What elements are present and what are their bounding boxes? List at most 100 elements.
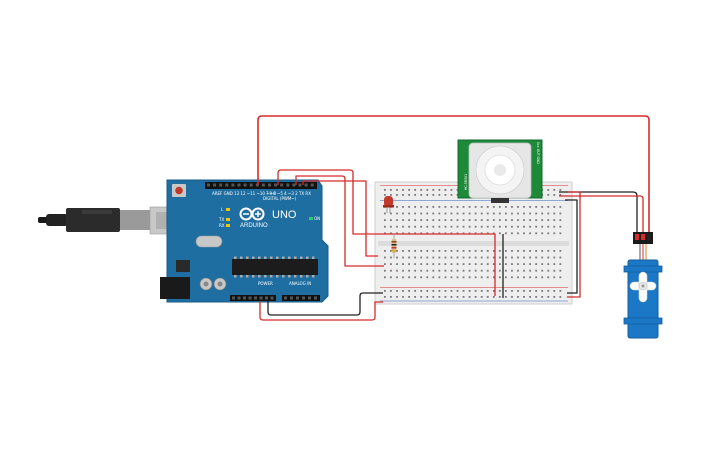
breadboard-hole[interactable]: [517, 212, 519, 215]
breadboard-hole[interactable]: [396, 219, 398, 221]
breadboard-hole[interactable]: [498, 276, 501, 279]
breadboard-hole[interactable]: [402, 194, 404, 196]
wire-ground-1[interactable]: [267, 292, 383, 316]
header-pin[interactable]: [310, 183, 314, 187]
breadboard-hole[interactable]: [414, 232, 417, 235]
breadboard-hole[interactable]: [456, 206, 459, 208]
wire-power-5v[interactable]: [259, 301, 383, 321]
breadboard-hole[interactable]: [559, 212, 562, 215]
breadboard-hole[interactable]: [541, 263, 544, 265]
breadboard-hole[interactable]: [511, 296, 513, 298]
breadboard-hole[interactable]: [505, 212, 507, 215]
breadboard-hole[interactable]: [541, 250, 544, 252]
breadboard-hole[interactable]: [438, 194, 441, 196]
breadboard-hole[interactable]: [384, 212, 386, 215]
breadboard-hole[interactable]: [547, 290, 550, 292]
breadboard-hole[interactable]: [535, 263, 538, 265]
breadboard-hole[interactable]: [523, 225, 525, 228]
breadboard-hole[interactable]: [408, 232, 410, 235]
breadboard-hole[interactable]: [559, 256, 562, 259]
breadboard-hole[interactable]: [444, 206, 447, 208]
breadboard-hole[interactable]: [541, 206, 544, 208]
breadboard-hole[interactable]: [468, 269, 471, 272]
breadboard-hole[interactable]: [420, 256, 423, 259]
breadboard-hole[interactable]: [462, 263, 465, 265]
breadboard-hole[interactable]: [529, 263, 531, 265]
breadboard-hole[interactable]: [523, 219, 525, 221]
header-pin[interactable]: [274, 183, 278, 187]
breadboard-hole[interactable]: [505, 296, 507, 298]
breadboard-hole[interactable]: [456, 232, 459, 235]
breadboard-hole[interactable]: [511, 206, 513, 208]
breadboard-hole[interactable]: [535, 219, 538, 221]
breadboard-hole[interactable]: [426, 194, 429, 196]
breadboard-hole[interactable]: [535, 225, 538, 228]
breadboard-hole[interactable]: [408, 263, 410, 265]
pir-pins[interactable]: [491, 198, 509, 203]
breadboard-hole[interactable]: [559, 250, 562, 252]
breadboard-hole[interactable]: [390, 276, 392, 279]
breadboard-hole[interactable]: [396, 276, 398, 279]
breadboard-hole[interactable]: [529, 269, 531, 272]
breadboard-hole[interactable]: [529, 256, 531, 259]
breadboard-hole[interactable]: [486, 276, 489, 279]
breadboard-hole[interactable]: [480, 250, 483, 252]
header-pin[interactable]: [280, 183, 284, 187]
breadboard-hole[interactable]: [517, 276, 519, 279]
breadboard-hole[interactable]: [450, 296, 453, 298]
breadboard-hole[interactable]: [456, 269, 459, 272]
breadboard-hole[interactable]: [492, 232, 495, 235]
breadboard-hole[interactable]: [468, 219, 471, 221]
header-pin[interactable]: [302, 296, 305, 300]
breadboard-hole[interactable]: [384, 290, 386, 292]
breadboard-hole[interactable]: [396, 290, 398, 292]
breadboard-hole[interactable]: [402, 290, 404, 292]
breadboard-hole[interactable]: [547, 189, 550, 191]
breadboard-hole[interactable]: [547, 232, 550, 235]
breadboard-hole[interactable]: [553, 219, 556, 221]
breadboard-hole[interactable]: [456, 263, 459, 265]
breadboard-hole[interactable]: [486, 212, 489, 215]
breadboard-hole[interactable]: [444, 290, 447, 292]
breadboard-hole[interactable]: [408, 212, 410, 215]
breadboard-hole[interactable]: [408, 206, 410, 208]
breadboard-hole[interactable]: [420, 219, 423, 221]
breadboard-hole[interactable]: [384, 250, 386, 252]
breadboard-hole[interactable]: [535, 206, 538, 208]
breadboard-hole[interactable]: [547, 269, 550, 272]
breadboard-hole[interactable]: [511, 276, 513, 279]
breadboard-hole[interactable]: [396, 269, 398, 272]
breadboard-hole[interactable]: [402, 256, 404, 259]
breadboard-hole[interactable]: [474, 263, 477, 265]
breadboard-hole[interactable]: [468, 263, 471, 265]
breadboard-hole[interactable]: [547, 263, 550, 265]
breadboard-hole[interactable]: [541, 219, 544, 221]
header-pin[interactable]: [296, 296, 299, 300]
pir-motion-sensor[interactable]: HC-SR501 Vcc OUT GND: [457, 139, 543, 203]
breadboard-hole[interactable]: [553, 206, 556, 208]
breadboard-hole[interactable]: [384, 225, 386, 228]
breadboard-hole[interactable]: [450, 212, 453, 215]
breadboard-hole[interactable]: [414, 219, 417, 221]
breadboard-hole[interactable]: [390, 296, 392, 298]
breadboard-hole[interactable]: [529, 206, 531, 208]
breadboard-hole[interactable]: [432, 290, 435, 292]
breadboard-hole[interactable]: [384, 219, 386, 221]
breadboard-hole[interactable]: [384, 256, 386, 259]
breadboard-hole[interactable]: [450, 232, 453, 235]
breadboard-hole[interactable]: [517, 263, 519, 265]
breadboard-hole[interactable]: [517, 225, 519, 228]
breadboard-hole[interactable]: [426, 219, 429, 221]
breadboard-hole[interactable]: [474, 276, 477, 279]
servo-motor[interactable]: [623, 232, 663, 339]
breadboard-hole[interactable]: [480, 206, 483, 208]
breadboard-hole[interactable]: [432, 256, 435, 259]
breadboard-hole[interactable]: [450, 276, 453, 279]
breadboard-hole[interactable]: [547, 212, 550, 215]
breadboard-hole[interactable]: [408, 269, 410, 272]
breadboard-hole[interactable]: [541, 225, 544, 228]
breadboard-hole[interactable]: [462, 212, 465, 215]
breadboard-hole[interactable]: [486, 269, 489, 272]
breadboard-hole[interactable]: [450, 219, 453, 221]
breadboard-hole[interactable]: [414, 269, 417, 272]
